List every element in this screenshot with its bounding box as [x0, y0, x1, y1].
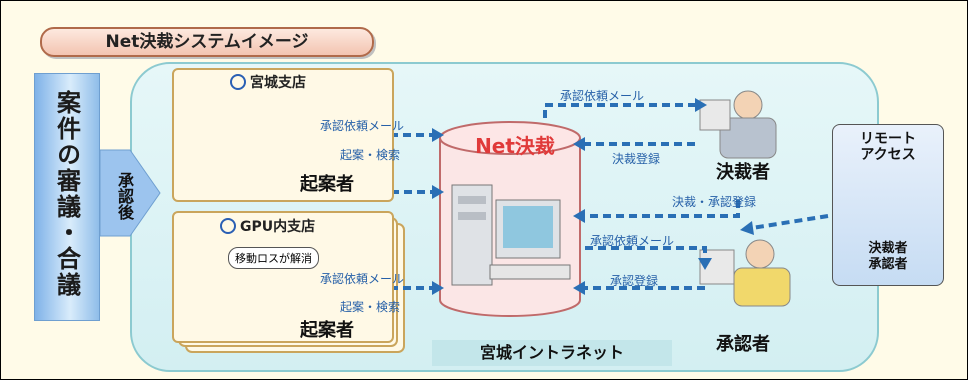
approver-role: 承認者 [716, 334, 770, 355]
branch-gpu-title: GPU内支店 [220, 216, 315, 236]
intranet-label: 宮城イントラネット [432, 340, 672, 366]
location-pin-icon [230, 74, 246, 90]
drafter-bottom-role: 起案者 [300, 320, 354, 341]
approver-figure [699, 239, 791, 307]
approver-msg-request: 承認依頼メール [590, 234, 675, 248]
location-pin-icon [220, 218, 236, 234]
diagram-title: Net決裁システムイメージ [40, 27, 374, 57]
top-msg-request: 承認依頼メール [320, 119, 405, 133]
approver-msg-register: 承認登録 [610, 274, 659, 288]
decider-msg-register: 決裁登録 [612, 152, 661, 166]
remote-title-line2: アクセス [860, 147, 916, 163]
drafter-top-role: 起案者 [300, 174, 354, 195]
center-server [439, 121, 581, 317]
review-panel-label: 案件の審議・合議 [52, 90, 81, 298]
remote-user-decider: 決裁者 [868, 241, 908, 256]
decider-figure [699, 90, 777, 159]
top-msg-draft: 起案・検索 [340, 148, 401, 162]
remote-user-approver: 承認者 [868, 257, 908, 272]
after-approval-arrow [99, 149, 161, 237]
branch-miyagi-name: 宮城支店 [250, 75, 306, 91]
remote-users: 決裁者承認者 [833, 241, 943, 273]
after-approval-label-box: 承認後 [98, 118, 158, 268]
branch-gpu [172, 211, 394, 343]
branch-miyagi-title: 宮城支店 [230, 72, 306, 92]
decider-msg-request: 承認依頼メール [560, 89, 645, 103]
decider-role: 決裁者 [716, 162, 770, 183]
remote-access-box: リモートアクセス 決裁者承認者 [832, 124, 944, 286]
bottom-msg-request: 承認依頼メール [320, 272, 405, 286]
remote-title-line1: リモート [860, 131, 916, 147]
branch-gpu-name: GPU内支店 [240, 219, 316, 235]
remote-title: リモートアクセス [833, 131, 943, 163]
branch-miyagi [172, 68, 394, 202]
remote-msg-register: 決裁・承認登録 [672, 195, 757, 209]
after-approval-label: 承認後 [115, 172, 134, 220]
speech-bubble: 移動ロスが解消 [228, 247, 319, 269]
bottom-msg-draft: 起案・検索 [340, 300, 401, 314]
review-panel: 案件の審議・合議 [34, 73, 100, 321]
net-kessai-label: Net決裁 [475, 134, 555, 158]
